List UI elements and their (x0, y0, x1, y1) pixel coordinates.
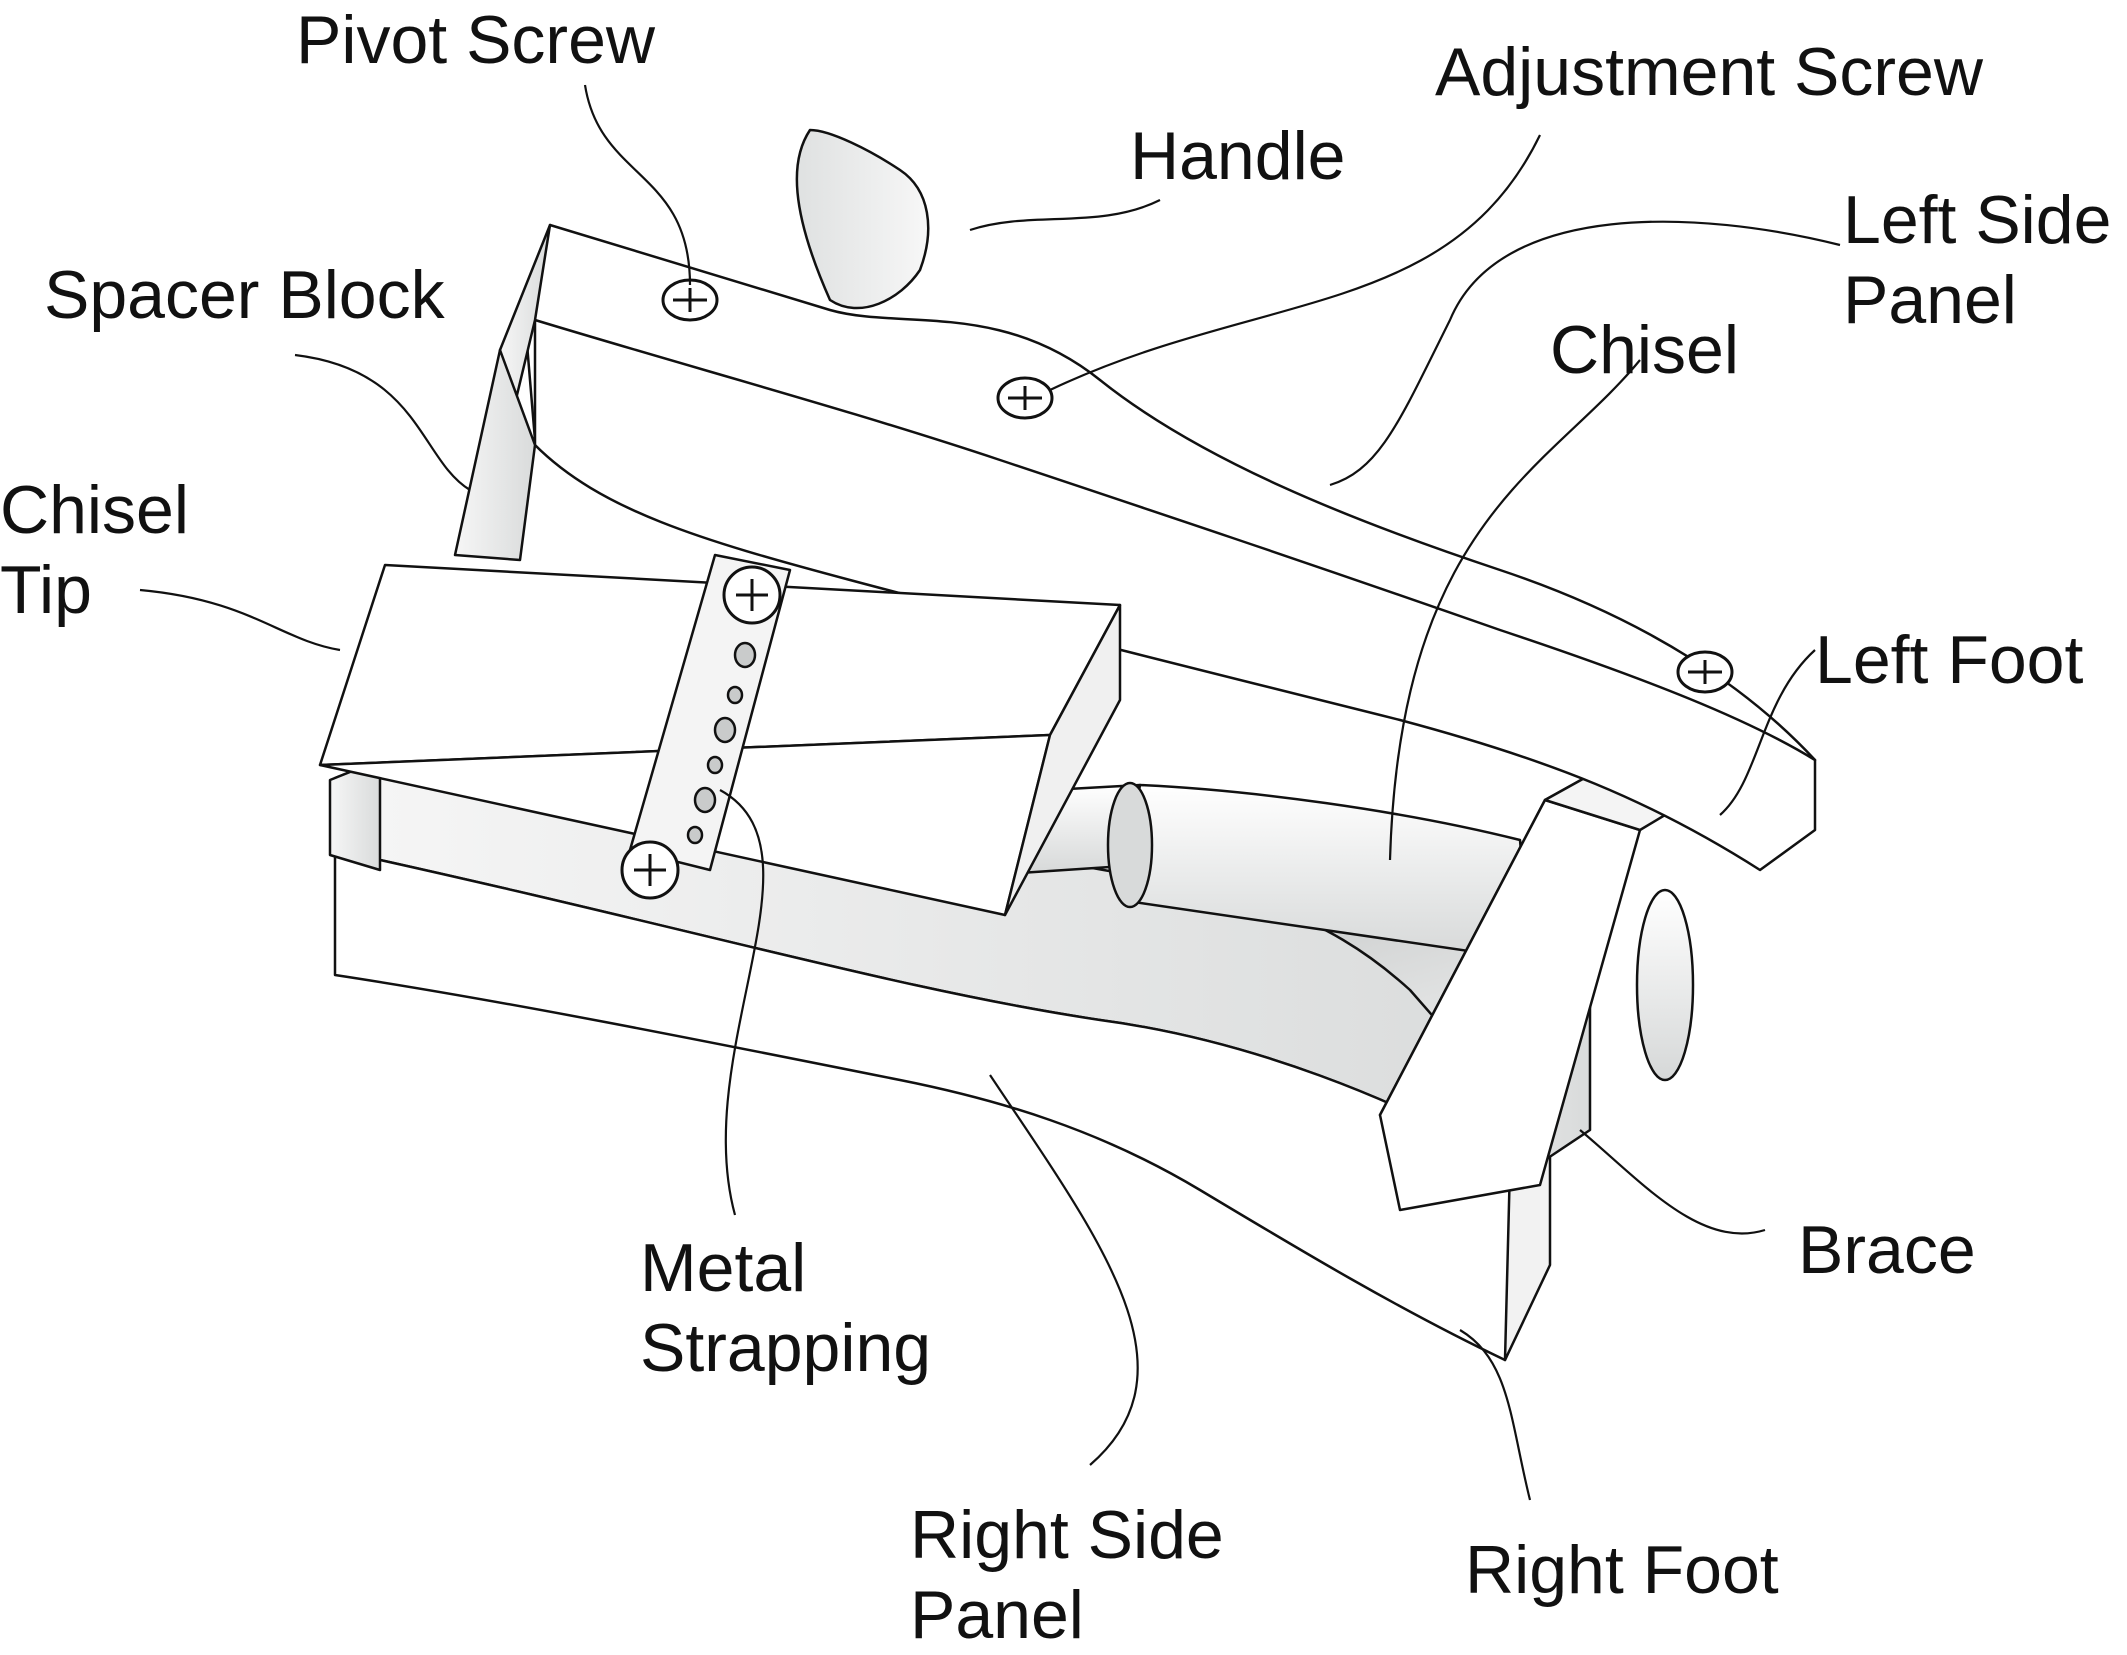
handle-curl (795, 128, 930, 310)
label-brace: Brace (1798, 1212, 1976, 1288)
strap-screw-bottom (620, 840, 680, 900)
left-foot-screw-head (1676, 650, 1734, 694)
label-chisel: Chisel (1550, 312, 1739, 388)
leader-right-side-panel (989, 1074, 1139, 1466)
screws (620, 278, 1734, 900)
chisel-tip-edge (1003, 603, 1122, 917)
chisel-ferrule-end (1106, 781, 1154, 909)
spacer-block-side (453, 348, 537, 562)
adjustment-screw-head (996, 376, 1054, 420)
pivot-screw-head (661, 278, 719, 322)
label-left-foot: Left Foot (1815, 622, 2084, 698)
label-chisel-tip: Chisel Tip (0, 472, 189, 628)
right-side-panel-front (333, 848, 1547, 1362)
label-handle: Handle (1130, 118, 1346, 194)
leader-left-side-panel (1329, 220, 1841, 487)
label-right-foot: Right Foot (1465, 1532, 1779, 1608)
leader-chisel-tip (139, 588, 341, 652)
leader-chisel (1388, 359, 1641, 861)
label-adjustment-screw: Adjustment Screw (1435, 34, 1983, 110)
leader-left-foot (1719, 649, 1816, 816)
label-pivot-screw: Pivot Screw (296, 2, 655, 78)
label-spacer-block: Spacer Block (44, 257, 445, 333)
leader-adjustment-screw (1049, 134, 1541, 391)
metal-strapping (628, 553, 792, 872)
leader-brace (1579, 1129, 1766, 1235)
label-right-side-panel: Right Side Panel (910, 1497, 1224, 1653)
leader-spacer-block (294, 353, 471, 491)
leader-handle (969, 199, 1161, 232)
leader-pivot-screw (583, 84, 692, 286)
strap-screw-top (722, 565, 782, 625)
chisel-handle-end (1635, 888, 1695, 1082)
label-left-side-panel: Left Side Panel (1843, 182, 2112, 338)
brace-front (1378, 798, 1642, 1212)
leader-right-foot (1459, 1329, 1532, 1501)
leader-metal-strapping (719, 789, 765, 1216)
leader-lines (139, 84, 1841, 1501)
left-side-panel-front (533, 318, 1817, 872)
label-metal-strapping: Metal Strapping (640, 1230, 932, 1386)
